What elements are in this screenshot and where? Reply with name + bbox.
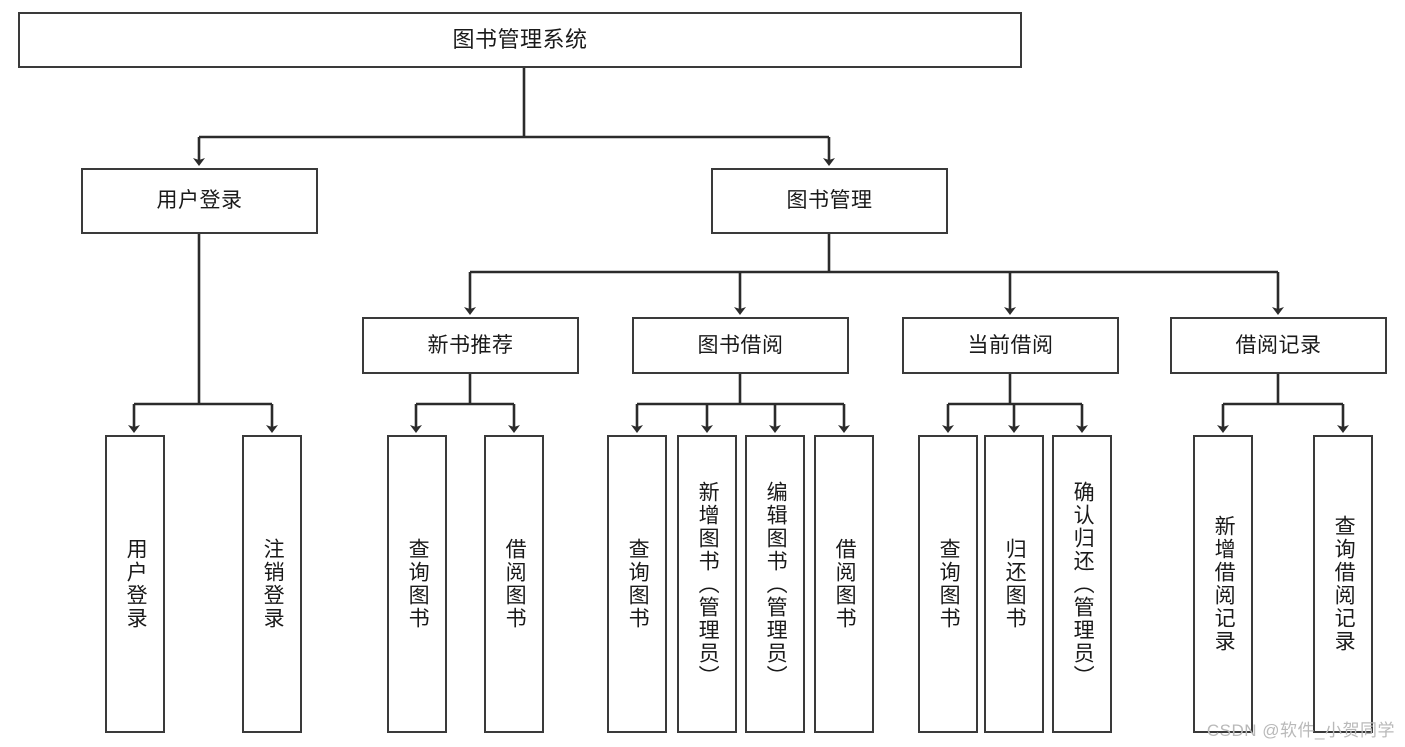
leaf-borrow-lend-book-label: 借阅图书 — [833, 538, 857, 630]
leaf-recommend-borrow-book-label: 借阅图书 — [503, 538, 527, 630]
node-book-manage-label: 图书管理 — [786, 189, 873, 213]
leaf-recommend-query-book[interactable]: 查询图书 — [387, 435, 447, 733]
node-new-book-recommend[interactable]: 新书推荐 — [362, 317, 579, 374]
leaf-record-add[interactable]: 新增借阅记录 — [1193, 435, 1253, 733]
leaf-user-logout-label: 注销登录 — [261, 538, 285, 630]
node-user-login[interactable]: 用户登录 — [81, 168, 318, 234]
leaf-current-return-book-label: 归还图书 — [1003, 538, 1027, 630]
node-book-borrow-label: 图书借阅 — [697, 333, 784, 357]
leaf-user-login[interactable]: 用户登录 — [105, 435, 165, 733]
leaf-current-query-book[interactable]: 查询图书 — [918, 435, 978, 733]
leaf-borrow-edit-book[interactable]: 编辑图书（管理员） — [745, 435, 805, 733]
leaf-user-login-label: 用户登录 — [124, 538, 148, 630]
leaf-borrow-query-book[interactable]: 查询图书 — [607, 435, 667, 733]
node-borrow-record-label: 借阅记录 — [1235, 333, 1322, 357]
leaf-user-logout[interactable]: 注销登录 — [242, 435, 302, 733]
leaf-current-confirm-return[interactable]: 确认归还（管理员） — [1052, 435, 1112, 733]
node-book-manage[interactable]: 图书管理 — [711, 168, 948, 234]
leaf-borrow-edit-book-label: 编辑图书（管理员） — [764, 480, 788, 688]
node-new-book-recommend-label: 新书推荐 — [427, 333, 514, 357]
leaf-record-add-label: 新增借阅记录 — [1212, 515, 1236, 653]
leaf-borrow-add-book-label: 新增图书（管理员） — [696, 480, 720, 688]
leaf-record-query-label: 查询借阅记录 — [1332, 515, 1356, 653]
leaf-borrow-lend-book[interactable]: 借阅图书 — [814, 435, 874, 733]
leaf-record-query[interactable]: 查询借阅记录 — [1313, 435, 1373, 733]
node-borrow-record[interactable]: 借阅记录 — [1170, 317, 1387, 374]
leaf-recommend-borrow-book[interactable]: 借阅图书 — [484, 435, 544, 733]
node-user-login-label: 用户登录 — [156, 189, 243, 213]
node-root-label: 图书管理系统 — [452, 26, 588, 52]
leaf-current-return-book[interactable]: 归还图书 — [984, 435, 1044, 733]
leaf-current-query-book-label: 查询图书 — [937, 538, 961, 630]
leaf-borrow-add-book[interactable]: 新增图书（管理员） — [677, 435, 737, 733]
leaf-recommend-query-book-label: 查询图书 — [406, 538, 430, 630]
node-root[interactable]: 图书管理系统 — [18, 12, 1022, 68]
node-current-borrow[interactable]: 当前借阅 — [902, 317, 1119, 374]
leaf-borrow-query-book-label: 查询图书 — [626, 538, 650, 630]
node-current-borrow-label: 当前借阅 — [967, 333, 1054, 357]
leaf-current-confirm-return-label: 确认归还（管理员） — [1071, 480, 1095, 688]
node-book-borrow[interactable]: 图书借阅 — [632, 317, 849, 374]
csdn-watermark: CSDN @软件_小贺同学 — [1206, 721, 1395, 740]
